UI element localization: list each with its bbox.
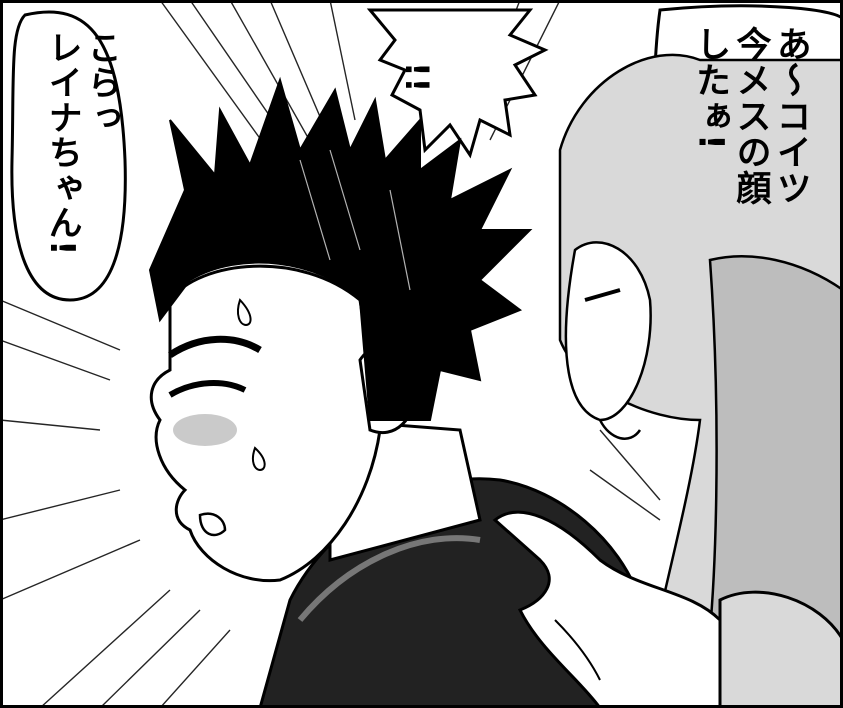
blush [173,414,237,446]
dialogue-right-line-3: したぁ! [690,26,731,151]
dialogue-left-line-2: レイナちゃん! [42,30,83,257]
sweat-drop [236,298,252,327]
speech-bubble-top [366,8,549,159]
dialogue-left: こらっ レイナちゃん! [42,30,122,310]
dialogue-left-line-1: こらっ [81,30,122,135]
man-eye [168,380,247,398]
dialogue-right-line-2: 今メスの顔 [730,26,771,206]
man-face [149,264,382,583]
man-mouth [198,512,227,537]
sweat-drop [251,446,266,472]
man-spiky-hair [148,76,533,421]
dialogue-right: あ〜コイツ 今メスの顔 したぁ! [690,26,811,326]
speech-bubble-left [10,10,127,302]
dialogue-top: !! [397,62,436,94]
man-brow [168,335,262,358]
dialogue-right-line-1: あ〜コイツ [770,26,811,206]
